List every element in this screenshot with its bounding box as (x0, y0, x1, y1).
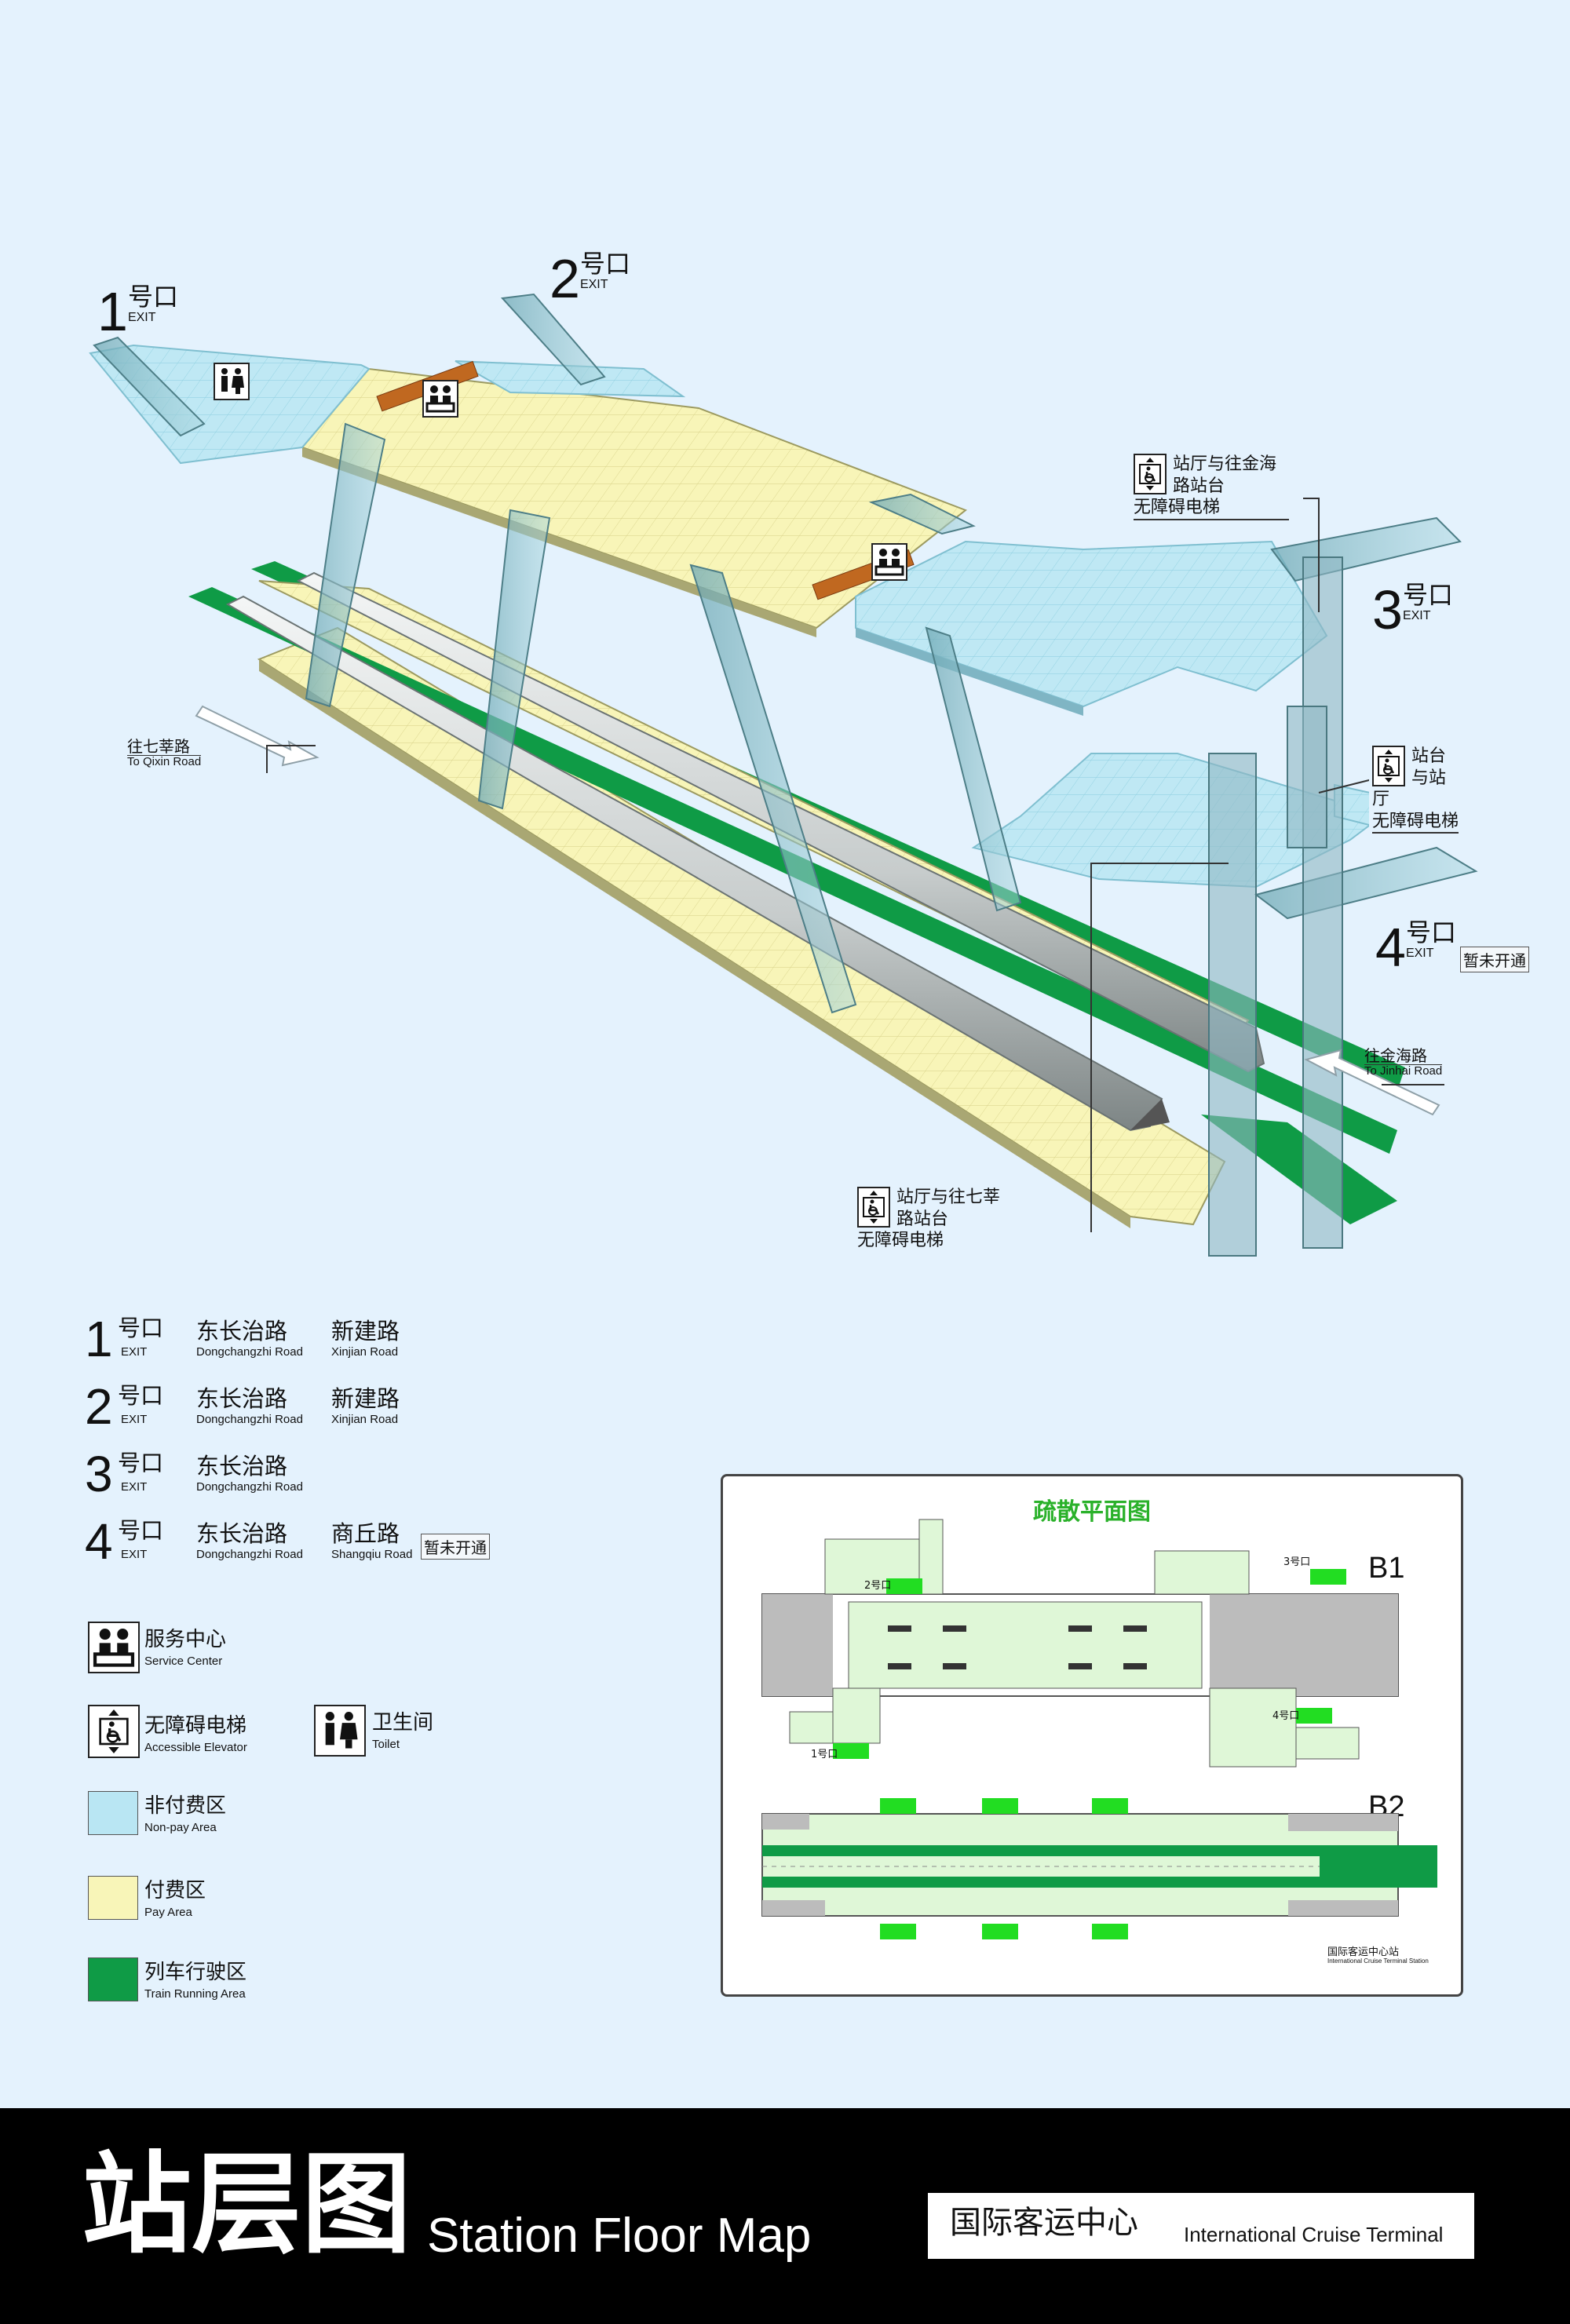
accessible-elevator-icon-3 (857, 1187, 890, 1228)
toilet-icon (314, 1705, 366, 1757)
legend-nonpay-area: 非付费区 Non-pay Area (85, 1791, 399, 1838)
accessible-elevator-icon (1134, 454, 1167, 494)
evac-floor-plans (761, 1519, 1437, 1939)
direction-to-qixin: 往七莘路 To Qixin Road (127, 737, 202, 768)
accessible-elevator-icon (88, 1705, 140, 1758)
direction-arrows (195, 705, 1440, 1116)
not-open-badge: 暂未开通 (421, 1534, 490, 1560)
evac-exit-label-4: 4号口 (1272, 1710, 1300, 1722)
legend-exit-4: 4 号口 EXIT 东长治路 Dongchangzhi Road 商丘路 Sha… (85, 1512, 634, 1567)
legend-exit-3: 3 号口 EXIT 东长治路 Dongchangzhi Road (85, 1446, 303, 1502)
callout-elevator-hall: 站台与站厅 无障碍电梯 (1369, 746, 1462, 834)
evac-exit-signs (833, 1569, 1346, 1939)
legend-toilet: 卫生间 Toilet (314, 1705, 471, 1760)
legend-exit-2: 2 号口 EXIT 东长治路 Dongchangzhi Road 新建路 Xin… (85, 1378, 400, 1435)
legend-train-area: 列车行驶区 Train Running Area (85, 1957, 399, 2005)
callout-elevator-qixin: 站厅与往七莘路站台 无障碍电梯 (854, 1187, 1017, 1252)
legend-pay-area: 付费区 Pay Area (85, 1876, 399, 1923)
evac-b2-plan (761, 1813, 1437, 1917)
service-center-icon-2 (871, 543, 907, 581)
service-center-icon (88, 1622, 140, 1673)
accessible-elevator-icon-2 (1372, 746, 1405, 786)
arrow-to-qixin (195, 705, 319, 767)
pay-swatch (88, 1876, 138, 1920)
concourse-level (89, 344, 1407, 888)
footer-station-cn: 国际客运中心 (950, 2205, 1138, 2241)
legend-service-center: 服务中心 Service Center (85, 1622, 399, 1676)
evac-track-1 (762, 1845, 1437, 1856)
evacuation-plan: 疏散平面图 B1 B2 (721, 1474, 1463, 1997)
direction-to-jinhai: 往金海路 To Jinhai Road (1364, 1046, 1443, 1078)
station-3d-map (89, 293, 1478, 1257)
evac-b1-plan (761, 1519, 1399, 1768)
train-swatch (88, 1957, 138, 2001)
exit-4-not-open-badge: 暂未开通 (1460, 947, 1530, 972)
footer-title-en: Station Floor Map (427, 2209, 812, 2263)
elevator-shafts (1208, 556, 1343, 1257)
footer-title-cn: 站层图 (82, 2141, 412, 2269)
evac-exit-label-1: 1号口 (811, 1749, 838, 1760)
arrow-to-jinhai (1304, 1049, 1440, 1116)
evac-track-2 (762, 1877, 1437, 1888)
evac-station-name: 国际客运中心站 International Cruise Terminal St… (1327, 1946, 1429, 1965)
legend-exit-1: 1 号口 EXIT 东长治路 Dongchangzhi Road 新建路 Xin… (85, 1311, 400, 1367)
evac-b1-label: B1 (1368, 1552, 1405, 1585)
toilet-icon (214, 363, 250, 400)
service-center-icon (422, 380, 458, 418)
nonpay-swatch (88, 1791, 138, 1835)
footer-station-box: 国际客运中心 International Cruise Terminal (928, 2193, 1474, 2259)
footer-bar: 站层图 Station Floor Map 国际客运中心 Internation… (0, 2108, 1570, 2324)
legend-accessible-elevator: 无障碍电梯 Accessible Elevator (85, 1705, 320, 1760)
evac-exit-label-2: 2号口 (864, 1580, 892, 1592)
footer-station-en: International Cruise Terminal (1184, 2223, 1444, 2246)
callout-elevator-jinhai: 站厅与往金海路站台 无障碍电梯 (1130, 454, 1293, 520)
evac-title: 疏散平面图 (1033, 1498, 1151, 1526)
evac-exit-label-3: 3号口 (1283, 1556, 1311, 1568)
